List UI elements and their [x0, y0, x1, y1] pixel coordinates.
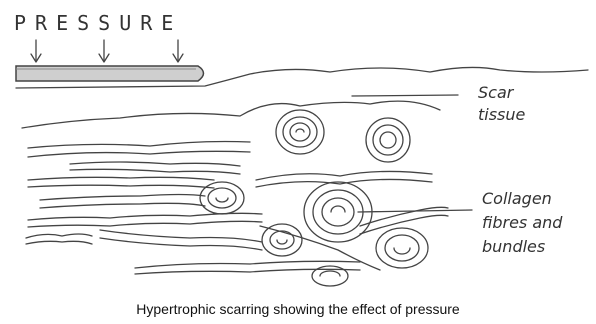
scar-tissue-pointer	[352, 95, 458, 96]
pressure-pad	[16, 66, 204, 81]
scar-tissue-boundary	[22, 101, 440, 128]
pressure-arrow-icon	[31, 40, 41, 62]
scar-tissue-label-line2: tissue	[478, 105, 526, 124]
pressure-arrows	[31, 40, 183, 62]
pressure-arrow-icon	[173, 40, 183, 62]
collagen-whorl	[376, 228, 428, 268]
collagen-bundles	[200, 110, 428, 286]
collagen-whorl	[366, 118, 410, 162]
collagen-whorl	[200, 182, 244, 214]
scar-tissue-label-line1: Scar	[478, 83, 515, 102]
pressure-label: PRESSURE	[14, 11, 182, 35]
collagen-whorl	[276, 110, 324, 154]
pressure-arrow-icon	[99, 40, 109, 62]
collagen-label-line1: Collagen	[482, 189, 552, 208]
diagram-caption: Hypertrophic scarring showing the effect…	[136, 301, 460, 317]
collagen-pointer	[358, 210, 472, 212]
collagen-label-line2: fibres and	[482, 213, 563, 232]
collagen-label-line3: bundles	[482, 237, 545, 256]
collagen-whorl	[262, 224, 302, 256]
